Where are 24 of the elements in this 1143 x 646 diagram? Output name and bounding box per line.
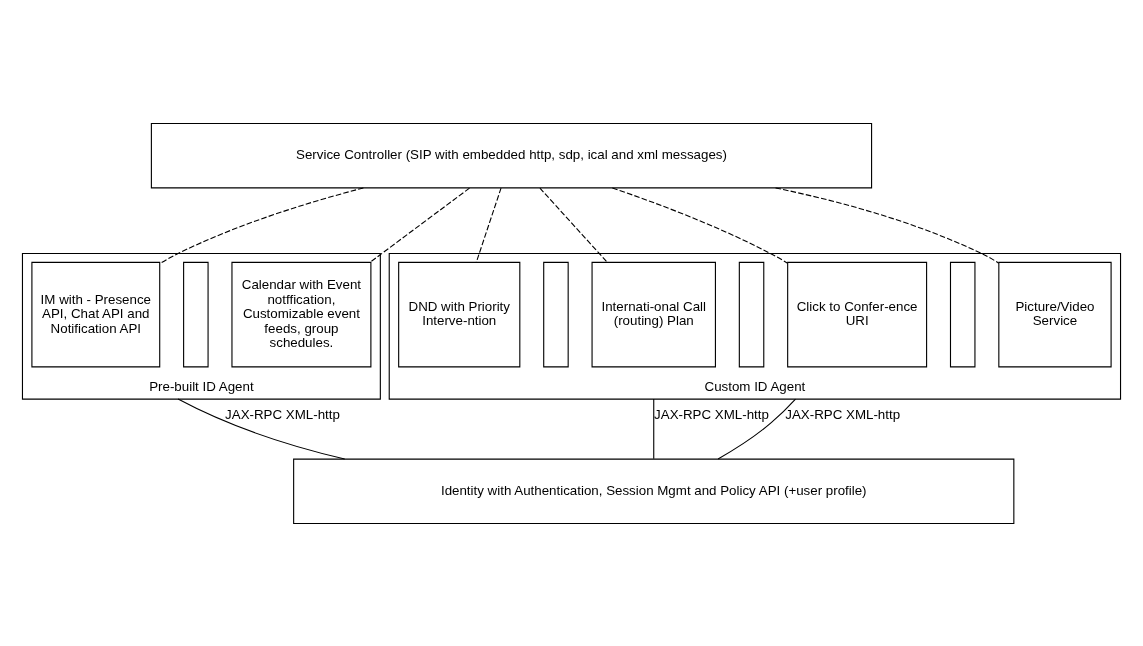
edge-label: JAX-RPC XML-http	[785, 406, 901, 422]
connector	[475, 187, 502, 263]
connector	[159, 186, 364, 264]
edge-label: JAX-RPC XML-http	[225, 406, 340, 422]
node-box: Calendar with Event notffication, Customizable event feeds, group schedules.	[231, 261, 372, 367]
node-box: DND with Priority Interve-ntion	[398, 261, 521, 367]
connector	[775, 186, 1000, 264]
connector	[611, 186, 789, 264]
connector	[539, 187, 608, 263]
edge-label: JAX-RPC XML-http	[654, 406, 769, 422]
node-box: Picture/Video Service	[998, 261, 1112, 367]
node-box: Identity with Authentication, Session Mgmt and Policy API (+user profile)	[293, 458, 1015, 524]
connector	[369, 187, 471, 263]
node-box: Internati-onal Call (routing) Plan	[591, 261, 716, 367]
connector	[177, 398, 346, 460]
node-box	[949, 261, 976, 367]
node-box: Click to Confer-ence URI	[787, 261, 928, 367]
node-box	[738, 261, 765, 367]
node-box	[183, 261, 209, 367]
node-box	[543, 261, 569, 367]
node-box: IM with - Presence API, Chat API and Notification API	[31, 261, 161, 367]
node-box: Service Controller (SIP with embedded http, sdp, ical and xml messages)	[150, 122, 873, 188]
connector	[653, 398, 655, 459]
connector	[717, 398, 797, 459]
